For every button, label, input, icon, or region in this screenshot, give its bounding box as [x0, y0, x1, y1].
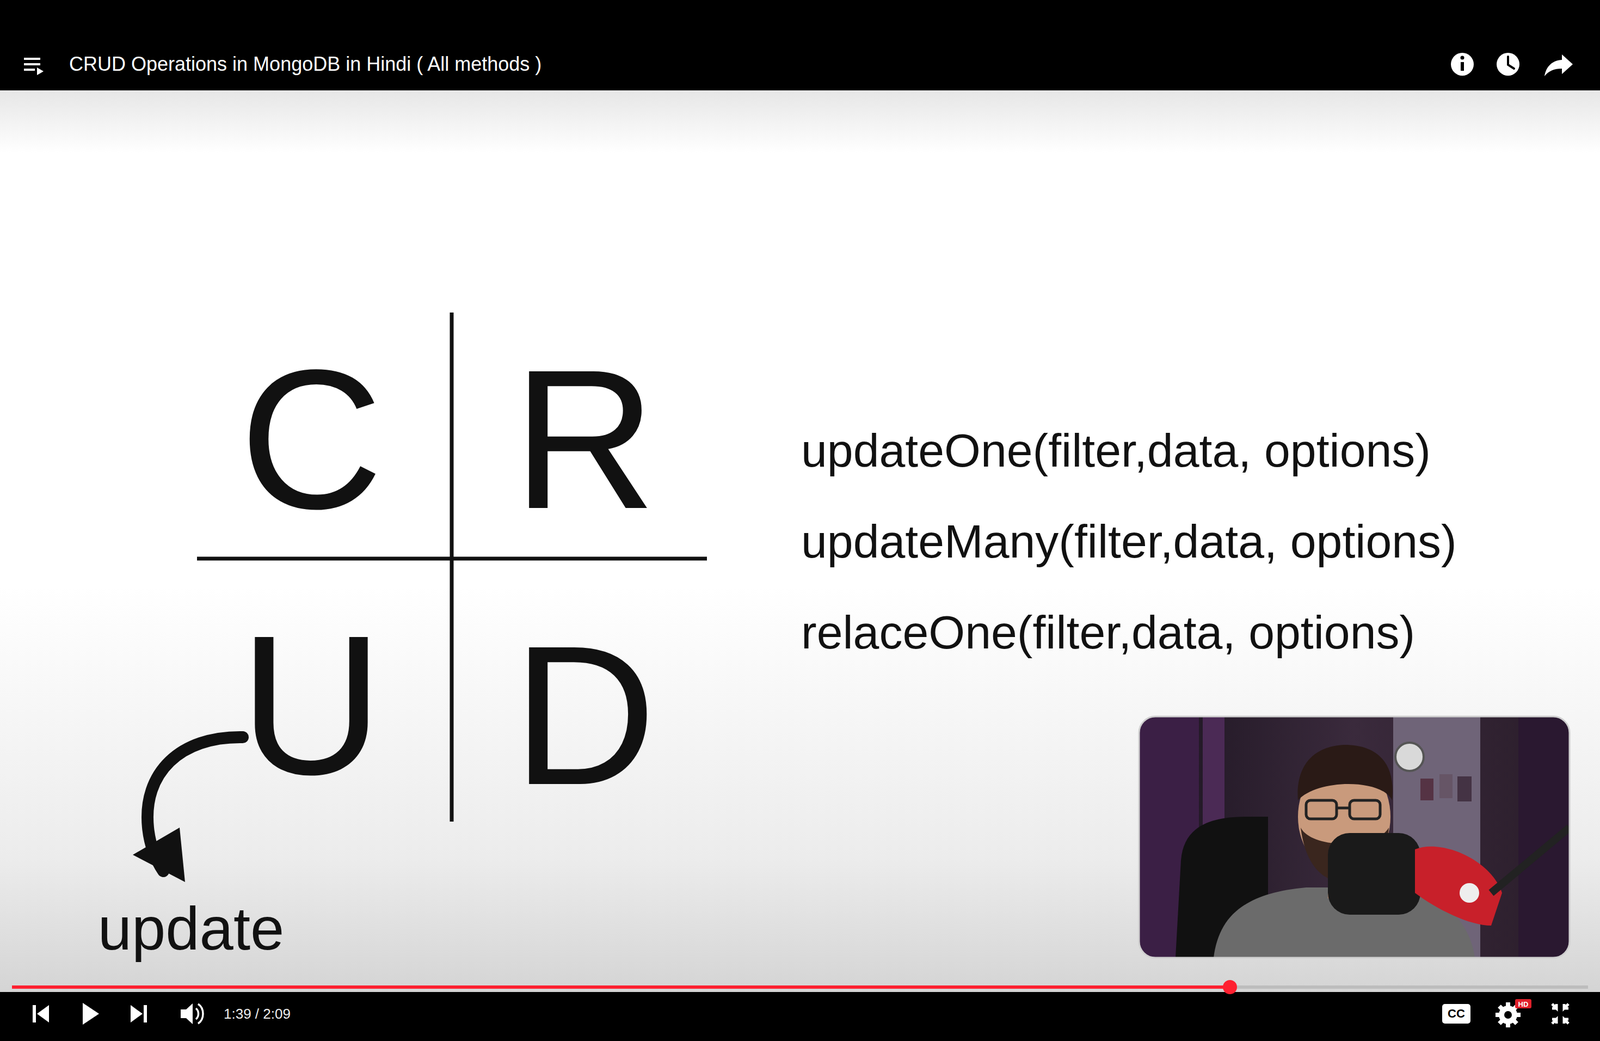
previous-icon [32, 1004, 49, 1023]
video-title: CRUD Operations in MongoDB in Hindi ( Al… [69, 54, 542, 75]
progress-track [11, 985, 1589, 989]
play-icon [82, 1002, 100, 1025]
quadrant-line [197, 556, 707, 561]
crud-letter: C [239, 339, 384, 539]
quadrant-line [450, 312, 454, 822]
watch-later-icon [1496, 52, 1520, 76]
info-icon [1450, 52, 1474, 76]
next-icon [130, 1004, 147, 1023]
top-bar [0, 0, 1600, 91]
cc-label: CC [1447, 1007, 1466, 1020]
webcam-frame [1139, 716, 1570, 958]
crud-letter: U [239, 605, 384, 804]
method-signature: relaceOne(filter,data, options) [801, 608, 1415, 656]
hd-label: HD [1518, 1000, 1529, 1008]
controls-bar [0, 991, 1600, 1041]
volume-icon [180, 1002, 203, 1024]
cc-icon [1442, 1003, 1471, 1024]
hd-badge [1515, 998, 1532, 1008]
progress-played [11, 985, 1230, 989]
method-signature: updateMany(filter,data, options) [801, 517, 1457, 565]
webcam-inset [1139, 716, 1570, 958]
method-signature: updateOne(filter,data, options) [801, 426, 1431, 474]
crud-letter: R [512, 339, 657, 539]
arrow-head [132, 827, 186, 882]
crud-letter: D [512, 615, 657, 815]
slide-background [0, 89, 1600, 994]
progress-handle [1222, 979, 1238, 994]
operation-label: update [97, 897, 285, 959]
time-display: 1:39 / 2:09 [223, 1006, 291, 1021]
playlist-icon [23, 57, 44, 76]
share-icon [1544, 54, 1573, 77]
exit-fullscreen-icon [1552, 1003, 1569, 1024]
